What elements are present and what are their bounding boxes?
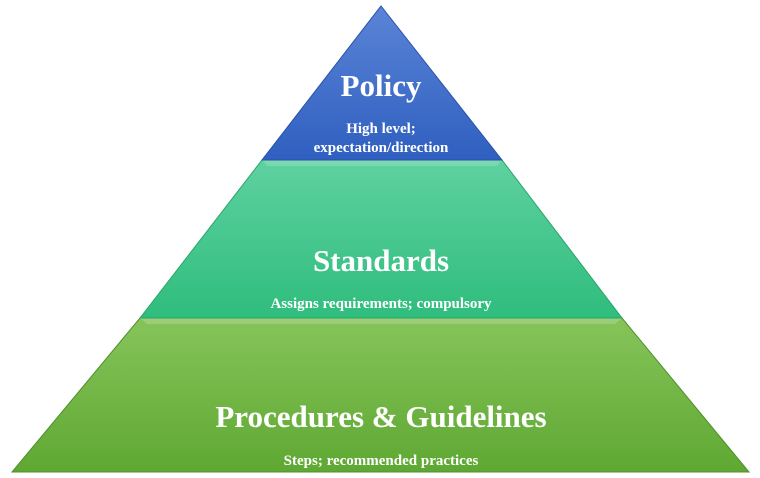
tier-procedures-shape [10, 317, 751, 473]
tier-standards-edge-highlight [262, 160, 502, 166]
tier-standards: Standards Assigns requirements; compulso… [138, 159, 624, 319]
tier-standards-title: Standards [313, 243, 449, 278]
tier-procedures-title: Procedures & Guidelines [215, 399, 546, 434]
tier-policy: Policy High level; expectation/direction [260, 5, 504, 161]
tier-procedures: Procedures & Guidelines Steps; recommend… [10, 317, 751, 473]
tier-policy-subtitle-line-2: expectation/direction [314, 140, 449, 156]
tier-procedures-subtitle: Steps; recommended practices [284, 453, 479, 469]
tier-policy-shape [260, 5, 504, 161]
tier-standards-shape [138, 159, 624, 319]
tier-policy-title: Policy [341, 68, 422, 103]
tier-procedures-edge-highlight [140, 318, 622, 324]
tier-standards-subtitle: Assigns requirements; compulsory [270, 296, 492, 312]
tier-policy-subtitle-line-1: High level; [346, 121, 416, 137]
